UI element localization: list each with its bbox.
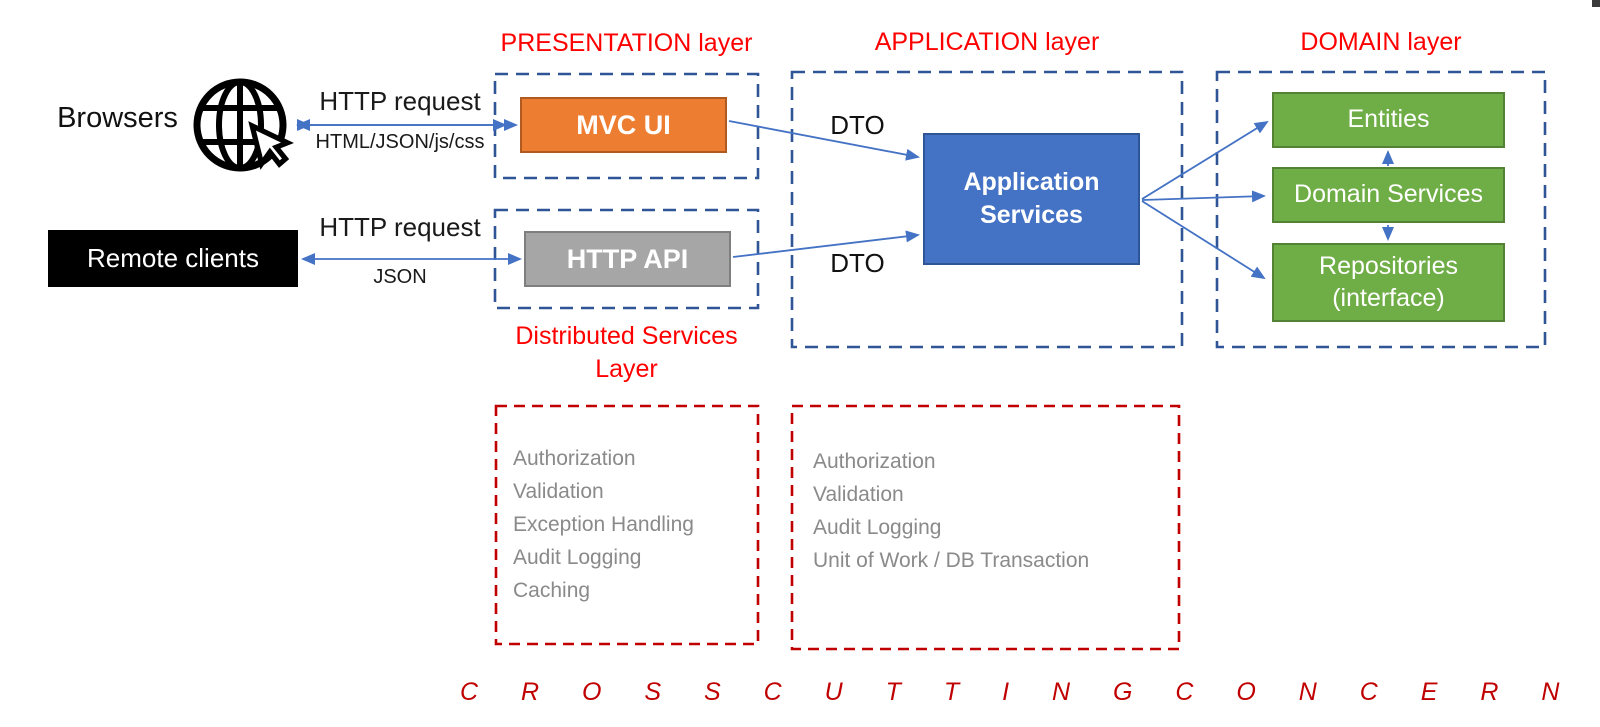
cross-cutting-caption: C R O S S C U T T I N G C O N C E R N S: [460, 678, 1600, 706]
application-services-line1: Application: [963, 168, 1100, 196]
cross-cutting-right-list: Authorization Validation Audit Logging U…: [813, 445, 1089, 577]
http-api-box: HTTP API: [524, 231, 731, 287]
cursor-icon: [248, 121, 294, 170]
browsers-label: Browsers: [57, 101, 178, 134]
application-services-box: Application Services: [923, 133, 1140, 265]
list-item: Validation: [813, 483, 904, 506]
list-item: Validation: [513, 480, 604, 503]
list-item: Exception Handling: [513, 513, 694, 536]
dto-label-bottom: DTO: [830, 248, 885, 278]
entities-box: Entities: [1272, 92, 1505, 148]
app-to-repositories-arrow: [1141, 200, 1266, 280]
repositories-line2: (interface): [1332, 283, 1445, 312]
globe-icon: [193, 78, 294, 172]
remote-link-payload-label: JSON: [373, 266, 427, 288]
browser-link-payload-label: HTML/JSON/js/css: [315, 131, 485, 153]
mvc-ui-box: MVC UI: [520, 97, 727, 153]
distributed-services-title-line2: Layer: [595, 354, 658, 383]
domain-layer-title: DOMAIN layer: [1300, 28, 1462, 56]
browser-link-request-label: HTTP request: [319, 86, 481, 116]
repositories-box: Repositories (interface): [1272, 243, 1505, 322]
distributed-services-title-line1: Distributed Services: [515, 322, 738, 350]
presentation-layer-title: PRESENTATION layer: [500, 29, 753, 57]
distributed-services-layer-title: Distributed Services Layer: [480, 320, 773, 385]
dto-label-top: DTO: [830, 110, 885, 140]
list-item: Caching: [513, 579, 591, 602]
corner-artifact: [1592, 0, 1600, 7]
remote-clients-box: Remote clients: [48, 230, 298, 287]
list-item: Authorization: [813, 450, 936, 473]
domain-services-box: Domain Services: [1272, 167, 1505, 223]
application-services-line2: Services: [980, 201, 1083, 229]
application-layer-title: APPLICATION layer: [874, 28, 1100, 56]
app-to-domain-services-arrow: [1141, 190, 1266, 203]
remote-link-request-label: HTTP request: [319, 212, 481, 242]
list-item: Audit Logging: [513, 546, 642, 569]
repositories-line1: Repositories: [1319, 252, 1458, 281]
app-to-entities-arrow: [1141, 120, 1269, 200]
cross-cutting-left-list: Authorization Validation Exception Handl…: [513, 442, 694, 607]
list-item: Authorization: [513, 447, 636, 470]
list-item: Unit of Work / DB Transaction: [813, 549, 1090, 572]
list-item: Audit Logging: [813, 516, 942, 539]
